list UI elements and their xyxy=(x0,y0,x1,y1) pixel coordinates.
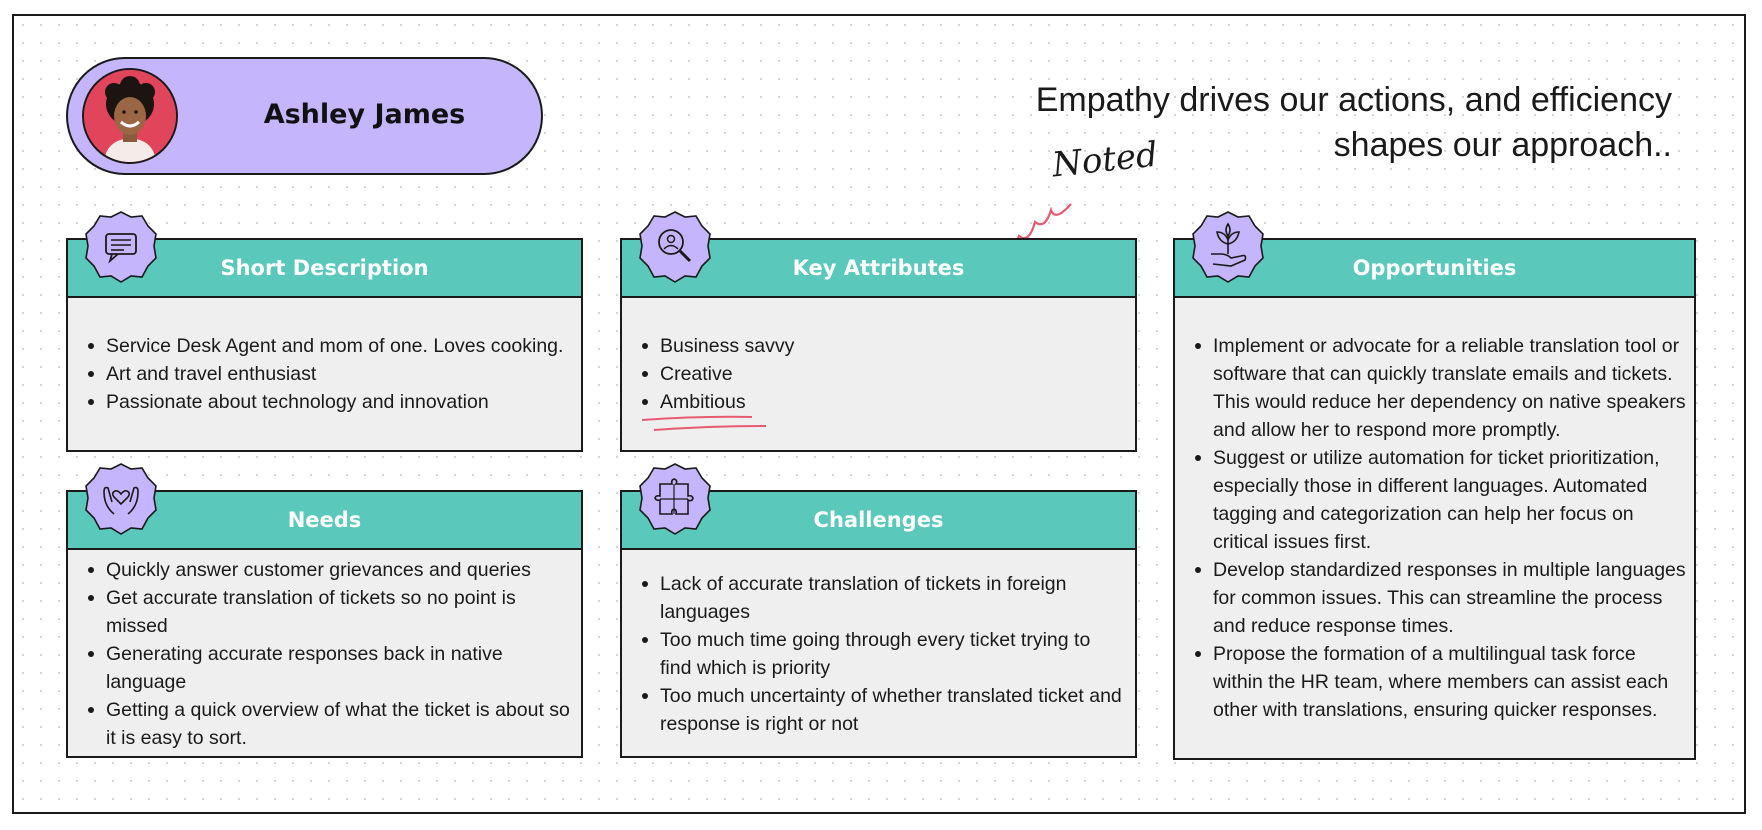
avatar xyxy=(82,68,178,164)
card-short-description: Short Description Service Desk Agent and… xyxy=(66,211,583,452)
persona-name: Ashley James xyxy=(263,99,466,130)
card-title: Short Description xyxy=(220,256,429,280)
puzzle-icon xyxy=(639,463,711,535)
list-item: Too much time going through every ticket… xyxy=(640,626,1127,682)
quote-line-2: shapes our approach.. xyxy=(1333,126,1672,164)
chat-bubble-icon xyxy=(85,211,157,283)
card-title: Challenges xyxy=(813,508,944,532)
magnifier-person-icon xyxy=(639,211,711,283)
list-item: Art and travel enthusiast xyxy=(86,360,573,388)
list-item: Too much uncertainty of whether translat… xyxy=(640,682,1127,738)
list-item: Quickly answer customer grievances and q… xyxy=(86,556,573,584)
card-list: Implement or advocate for a reliable tra… xyxy=(1175,332,1694,724)
card-header: Challenges xyxy=(622,492,1135,550)
card-title: Key Attributes xyxy=(792,256,965,280)
hands-heart-icon xyxy=(85,463,157,535)
persona-name-pill: Ashley James xyxy=(66,57,543,175)
card-title: Needs xyxy=(287,508,362,532)
list-item: Propose the formation of a multilingual … xyxy=(1193,640,1686,724)
list-item: Lack of accurate translation of tickets … xyxy=(640,570,1127,626)
card-needs: Needs Quickly answer customer grievances… xyxy=(66,463,583,758)
list-item: Implement or advocate for a reliable tra… xyxy=(1193,332,1686,444)
list-item: Ambitious xyxy=(640,388,1127,416)
list-item: Generating accurate responses back in na… xyxy=(86,640,573,696)
list-item: Business savvy xyxy=(640,332,1127,360)
card-key-attributes: Key Attributes Business savvy Creative A… xyxy=(620,211,1137,452)
list-item: Develop standardized responses in multip… xyxy=(1193,556,1686,640)
card-list: Service Desk Agent and mom of one. Loves… xyxy=(68,332,581,416)
hand-plant-icon xyxy=(1192,211,1264,283)
card-list: Lack of accurate translation of tickets … xyxy=(622,570,1135,738)
card-challenges: Challenges Lack of accurate translation … xyxy=(620,463,1137,758)
card-title: Opportunities xyxy=(1352,256,1517,280)
list-item: Get accurate translation of tickets so n… xyxy=(86,584,573,640)
quote-line-1: Empathy drives our actions, and efficien… xyxy=(1035,81,1672,119)
card-opportunities: Opportunities Implement or advocate for … xyxy=(1173,211,1696,760)
card-list: Business savvy Creative Ambitious xyxy=(622,332,1135,416)
persona-quote: Empathy drives our actions, and efficien… xyxy=(980,78,1672,168)
list-item: Suggest or utilize automation for ticket… xyxy=(1193,444,1686,556)
card-list: Quickly answer customer grievances and q… xyxy=(68,556,581,752)
list-item: Passionate about technology and innovati… xyxy=(86,388,573,416)
list-item: Service Desk Agent and mom of one. Loves… xyxy=(86,332,573,360)
list-item: Getting a quick overview of what the tic… xyxy=(86,696,573,752)
list-item: Creative xyxy=(640,360,1127,388)
